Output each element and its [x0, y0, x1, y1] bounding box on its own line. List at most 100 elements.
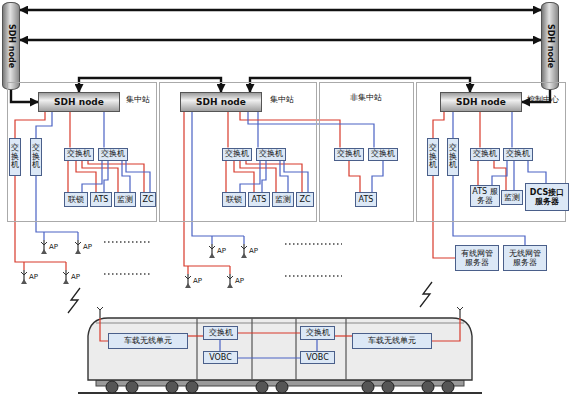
ap-antenna	[185, 276, 191, 279]
network-cable	[238, 332, 300, 333]
ap-feeder-wire	[192, 112, 244, 236]
network-cable	[248, 112, 374, 148]
device-box: 交换机	[256, 148, 286, 161]
ap-antenna	[63, 279, 69, 284]
device-box: VOBC	[300, 351, 335, 364]
ap-feeder-drop	[23, 262, 24, 270]
node-label: SDH node	[6, 24, 15, 68]
switch-box: 交换机	[30, 138, 42, 176]
node-label: SDH node	[196, 97, 246, 107]
device-box: 车载无线单元	[352, 333, 432, 349]
ap-antenna	[227, 276, 233, 279]
network-cable	[433, 176, 455, 258]
device-box: 交换机	[222, 148, 252, 161]
ap-antenna	[209, 253, 215, 258]
network-cable	[67, 161, 68, 193]
node-label: VOBC	[209, 353, 232, 362]
node-label: 交换机	[506, 149, 530, 158]
ap-label: AP	[71, 274, 80, 281]
ap-label: AP	[193, 278, 202, 285]
device-box: 监测	[272, 192, 294, 207]
node-label: 交换机	[449, 144, 457, 170]
device-box: 联锁	[64, 192, 88, 207]
node-label: 交换机	[209, 328, 233, 337]
ap-label: AP	[235, 278, 244, 285]
antenna-feeder-wire	[432, 318, 460, 341]
sdh-node-box: SDH node	[440, 92, 522, 112]
car-divider	[295, 318, 296, 380]
node-label: 交换机	[306, 328, 330, 337]
car-divider	[345, 318, 346, 380]
network-cable	[477, 161, 478, 186]
device-box: ATS	[90, 192, 112, 207]
device-box: 交换机	[334, 148, 364, 161]
station-region: 集中站SDH node交换机交换机联锁ATS监测ZC	[159, 82, 317, 222]
server-box: 无线网管 服务器	[503, 245, 547, 271]
wheel	[126, 381, 138, 393]
device-box: 监测	[114, 192, 136, 207]
network-cable	[528, 161, 546, 184]
wheel	[362, 381, 374, 393]
network-cable	[452, 112, 453, 138]
train-antenna	[457, 307, 463, 310]
ap-antenna	[75, 249, 81, 254]
ap-antenna	[21, 272, 27, 275]
network-cable	[257, 112, 258, 148]
node-label: 交换机	[337, 149, 361, 158]
node-label: ATS	[359, 195, 374, 204]
server-box: 有线网管 服务器	[455, 245, 499, 271]
region-title: 集中站	[270, 95, 294, 104]
backbone-link	[250, 78, 470, 92]
network-cable	[219, 340, 220, 351]
device-box: 交换机	[203, 326, 238, 340]
server-box: ATS 服务器	[470, 185, 500, 207]
ap-feeder-drop	[65, 262, 66, 270]
wheel	[422, 381, 434, 393]
network-cable	[372, 161, 383, 193]
ap-antenna	[241, 246, 247, 249]
node-label: 无线网管 服务器	[507, 249, 543, 267]
continuation-dots	[104, 241, 152, 242]
wheel	[442, 381, 454, 393]
ap-antenna	[209, 246, 215, 249]
network-cable	[234, 161, 254, 193]
network-cable	[82, 161, 102, 193]
ap-feeder-wire	[15, 176, 66, 262]
network-cable	[433, 112, 444, 138]
node-label: 交换机	[32, 144, 40, 170]
continuation-dots	[285, 243, 342, 244]
ap-antenna	[241, 253, 247, 258]
wheel	[166, 381, 178, 393]
network-cable	[15, 112, 45, 138]
ap-antenna	[63, 272, 69, 275]
node-label: 监测	[275, 195, 291, 204]
network-cable	[126, 161, 150, 193]
network-cable	[284, 161, 308, 193]
network-cable	[240, 112, 340, 148]
backbone-link	[20, 9, 541, 11]
ap-feeder-drop	[243, 236, 244, 244]
network-cable	[262, 161, 266, 193]
node-label: 监测	[504, 193, 520, 202]
station-region: 集中站SDH node交换机交换机交换机交换机联锁ATS监测ZC	[7, 82, 157, 222]
network-cable	[240, 161, 276, 193]
network-cable	[76, 161, 96, 193]
network-cable	[82, 161, 118, 193]
ap-feeder-drop	[187, 266, 188, 274]
switch-box: 交换机	[9, 138, 21, 176]
ap-feeder-wire	[184, 112, 230, 266]
node-label: 监测	[117, 195, 133, 204]
sdh-backbone-node: SDH node	[541, 2, 559, 90]
wheel	[256, 381, 268, 393]
network-cable	[36, 112, 52, 138]
ap-label: AP	[29, 274, 38, 281]
antenna-feeder-wire	[100, 318, 108, 341]
node-label: ATS	[94, 195, 109, 204]
car-divider	[196, 318, 197, 380]
node-label: SDH node	[54, 97, 104, 107]
network-cable	[188, 335, 203, 336]
ap-label: AP	[249, 248, 258, 255]
node-label: 交换机	[67, 149, 91, 158]
device-box: 交换机	[64, 148, 94, 161]
node-label: VOBC	[306, 353, 329, 362]
